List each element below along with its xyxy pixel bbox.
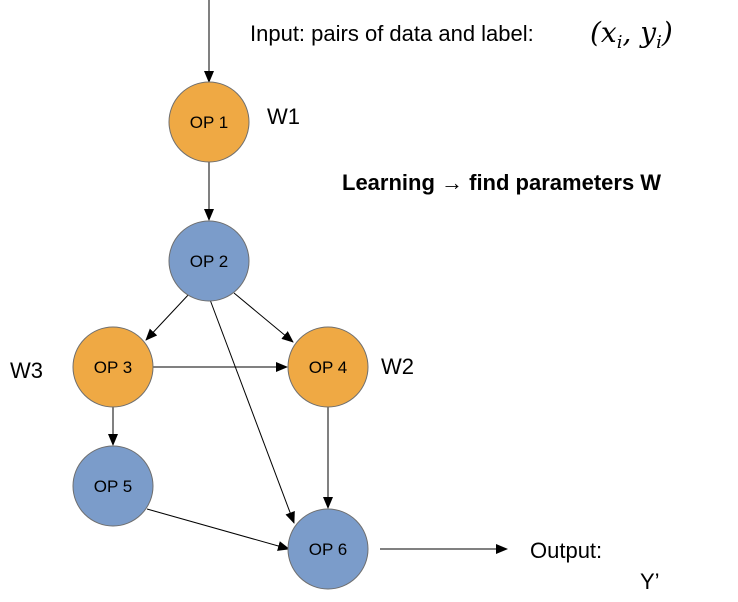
node-circle-op4	[287, 326, 369, 408]
weight-label-w2: W2	[381, 354, 414, 379]
edge-op2-op3	[145, 292, 191, 341]
nodes: OP 1 OP 2 OP 3 OP 4 OP 5 OP 6	[72, 81, 369, 590]
node-label-op2: OP 2	[190, 252, 228, 271]
node-circle-op6	[287, 508, 369, 590]
weight-label-w3: W3	[10, 358, 43, 383]
node-op5: OP 5	[72, 445, 154, 527]
node-label-op4: OP 4	[309, 358, 347, 377]
input-label: Input: pairs of data and label:	[250, 21, 534, 46]
node-op6: OP 6	[287, 508, 369, 590]
node-label-op1: OP 1	[190, 113, 228, 132]
node-op1: OP 1	[168, 81, 250, 163]
node-op3: OP 3	[72, 326, 154, 408]
output-value: Y’	[640, 569, 660, 594]
node-label-op6: OP 6	[309, 540, 347, 559]
learning-label: Learning → find parameters W	[342, 170, 661, 195]
edges	[108, 0, 508, 554]
edge-op2-op6	[208, 296, 295, 524]
node-circle-op2	[168, 220, 250, 302]
node-label-op3: OP 3	[94, 358, 132, 377]
node-circle-op1	[168, 81, 250, 163]
input-math-label: (xi, yi)	[590, 16, 673, 53]
weight-label-w1: W1	[267, 104, 300, 129]
node-circle-op3	[72, 326, 154, 408]
output-label: Output:	[530, 538, 602, 563]
edge-op2-op4	[233, 292, 294, 343]
node-circle-op5	[72, 445, 154, 527]
node-label-op5: OP 5	[94, 477, 132, 496]
node-op4: OP 4	[287, 326, 369, 408]
edge-op5-op6	[146, 508, 290, 551]
node-op2: OP 2	[168, 220, 250, 302]
